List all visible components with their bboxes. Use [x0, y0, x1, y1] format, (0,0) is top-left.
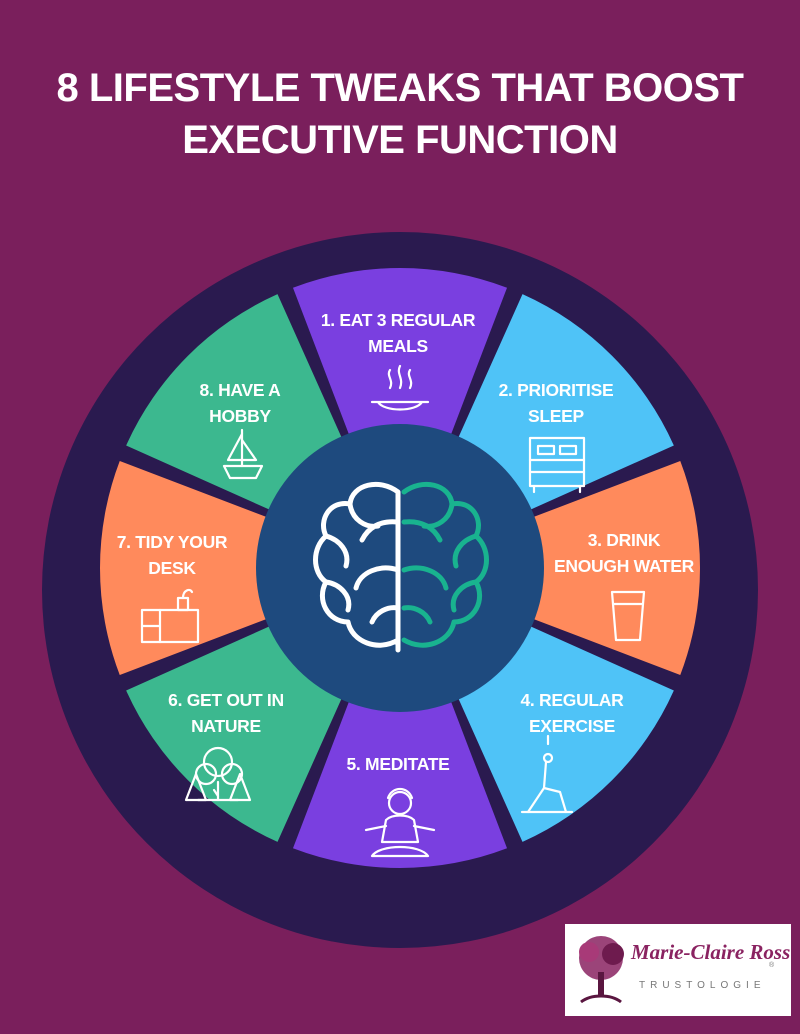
brand-logo: Marie-Claire Ross ® TRUSTOLOGIE [565, 924, 791, 1016]
segment-5 [292, 698, 508, 868]
tree-logo-icon [579, 936, 624, 1004]
brain-icon [313, 481, 489, 653]
segment-4 [457, 625, 674, 842]
segment-3-label-line-1: 3. DRINK [588, 530, 661, 550]
segment-6-label-line-1: 6. GET OUT IN [168, 690, 284, 710]
logo-name: Marie-Claire Ross [631, 940, 791, 964]
segment-1-label-line-1: 1. EAT 3 REGULAR [321, 310, 476, 330]
segment-8-label-line-2: HOBBY [209, 406, 271, 426]
segment-7-label-line-2: DESK [148, 558, 196, 578]
segment-8-label-line-1: 8. HAVE A [200, 380, 282, 400]
steaming-plate-icon [372, 366, 428, 410]
segment-3 [530, 460, 701, 676]
sailboat-icon [224, 430, 262, 478]
yoga-pose-icon [522, 736, 572, 812]
bed-icon [530, 438, 584, 492]
segment-3-label-line-2: ENOUGH WATER [554, 556, 695, 576]
title-line-1: 8 LIFESTYLE TWEAKS THAT BOOST [56, 66, 744, 110]
segment-4-label-line-1: 4. REGULAR [521, 690, 625, 710]
trees-icon [186, 748, 250, 800]
segment-6 [126, 625, 343, 842]
segment-1-label-line-2: MEALS [368, 336, 428, 356]
segment-4-label-line-2: EXERCISE [529, 716, 615, 736]
page-title: 8 LIFESTYLE TWEAKS THAT BOOST EXECUTIVE … [0, 62, 800, 166]
registered-mark: ® [769, 962, 775, 969]
segment-2 [457, 294, 674, 511]
desk-icon [142, 590, 198, 642]
segment-5-label-line-1: 5. MEDITATE [347, 754, 450, 774]
segment-2-label-line-1: 2. PRIORITISE [499, 380, 614, 400]
meditation-icon [366, 789, 434, 856]
segment-6-label-line-2: NATURE [191, 716, 261, 736]
segment-1 [292, 267, 508, 438]
logo-tagline: TRUSTOLOGIE [639, 980, 766, 991]
segment-8 [126, 294, 343, 511]
segment-2-label-line-2: SLEEP [528, 406, 585, 426]
segment-7-label-line-1: 7. TIDY YOUR [117, 532, 228, 552]
title-line-2: EXECUTIVE FUNCTION [182, 118, 618, 162]
water-glass-icon [612, 592, 644, 640]
